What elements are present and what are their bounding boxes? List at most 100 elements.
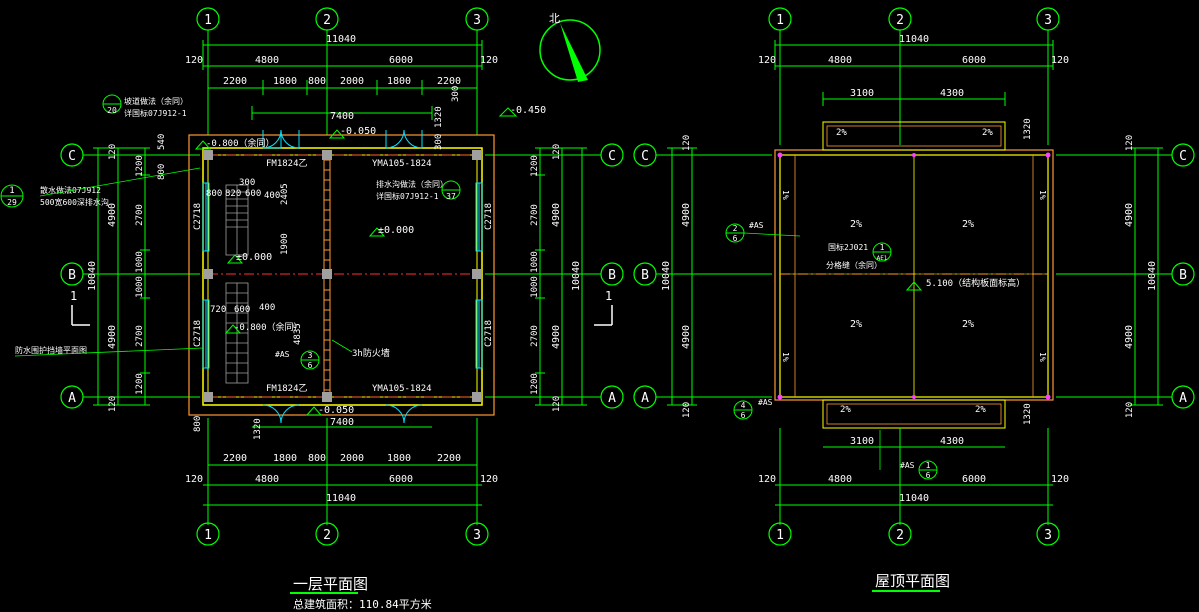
grid-bubble-1-bottom[interactable]: 1: [196, 522, 220, 546]
roof-bubble-1-AE1[interactable]: 1 AE1: [872, 242, 892, 262]
detail-bubble-37[interactable]: 37: [441, 180, 461, 201]
svg-text:4: 4: [741, 401, 746, 410]
roof-dim-total-top: 11040: [899, 34, 929, 45]
svg-text:±0.000: ±0.000: [236, 252, 272, 263]
roof-bubble-4-6[interactable]: 4 6 #AS: [733, 398, 773, 420]
roof-dim-bay1-top: 4800: [828, 55, 852, 66]
roof-slope-1: 2%: [850, 219, 862, 230]
detail-bubble-1-29[interactable]: 1 29: [0, 184, 24, 208]
roof-grid-bubble-1-bottom[interactable]: 1: [768, 522, 792, 546]
dim-total-bottom: 11040: [326, 493, 356, 504]
roof-dim-3100-top: 3100: [850, 88, 874, 99]
svg-text:A: A: [68, 391, 76, 406]
dim-b1: 2200: [223, 453, 247, 464]
grid-bubble-3-top[interactable]: 3: [465, 7, 489, 135]
svg-text:2: 2: [896, 13, 904, 28]
dim-edge-br: 120: [480, 474, 498, 485]
detail-bubble-3-6[interactable]: 3 6 #AS: [275, 350, 320, 370]
svg-text:2: 2: [896, 528, 904, 543]
bottom-dimensions: [203, 418, 482, 525]
roof-slope-6: 2%: [982, 128, 993, 138]
roof-grid-bubble-A-right[interactable]: A: [1056, 385, 1195, 409]
dim-left-1200a: 1200: [135, 155, 145, 177]
roof-slope-4: 2%: [962, 319, 974, 330]
section-mark-left: 1: [70, 289, 90, 326]
roof-dim-edge-tl: 120: [758, 55, 776, 66]
plan-title-right: 屋顶平面图: [875, 572, 950, 590]
svg-text:-0.450: -0.450: [510, 105, 546, 116]
dim-left-4900b: 4900: [107, 325, 118, 349]
door-bottom-left[interactable]: FM1824乙: [262, 383, 308, 424]
roof-grid-bubble-C-right[interactable]: C: [1056, 143, 1195, 167]
svg-text:2: 2: [323, 528, 331, 543]
dim-right-total: 10040: [571, 261, 582, 291]
roof-grid-bubble-3-top[interactable]: 3: [1036, 7, 1060, 145]
grid-bubble-C-left[interactable]: C: [60, 143, 200, 167]
door-top-right[interactable]: YMA105-1824: [372, 129, 432, 169]
svg-text:6: 6: [308, 361, 313, 370]
svg-text:1: 1: [204, 528, 212, 543]
roof-grid-bubble-3-bottom[interactable]: 3: [1036, 522, 1060, 546]
grid-bubble-1-top[interactable]: 1: [196, 7, 220, 135]
svg-text:1: 1: [926, 461, 931, 470]
roof-level-mark: 5.100（结构板面标高）: [905, 277, 1025, 291]
svg-text:2: 2: [733, 224, 738, 233]
svg-text:1: 1: [776, 13, 784, 28]
roof-grid-bubble-B-left[interactable]: B: [633, 262, 772, 286]
svg-text:详国标07J912-1: 详国标07J912-1: [124, 108, 187, 118]
svg-text:A: A: [608, 391, 616, 406]
roof-dim-left-120b: 120: [682, 402, 692, 418]
firewall-label: 3h防火墙: [352, 347, 390, 359]
roof-grid-bubble-A-left[interactable]: A: [633, 385, 772, 409]
dim-left-1000a: 1000: [135, 251, 145, 273]
dim-bay2-bottom: 6000: [389, 474, 413, 485]
grid-bubble-2-bottom[interactable]: 2: [315, 522, 339, 546]
dim-stair-2405: 2405: [280, 183, 290, 205]
svg-text:-0.800（余同）: -0.800（余同）: [206, 137, 275, 149]
roof-bubble-2-6[interactable]: 2 6 #AS: [725, 221, 801, 243]
dim-left-total: 10040: [87, 261, 98, 291]
roof-dim-1320-top: 1320: [1023, 118, 1033, 140]
door-top-left[interactable]: FM1824乙: [262, 129, 308, 169]
dim-bay1-bottom: 4800: [255, 474, 279, 485]
svg-text:1: 1: [605, 289, 612, 303]
roof-grid-bubble-1-top[interactable]: 1: [768, 7, 792, 145]
dim-540: 540: [157, 134, 167, 150]
grid-bubble-3-bottom[interactable]: 3: [465, 522, 489, 546]
dim-right-1000a: 1000: [530, 251, 540, 273]
svg-text:YMA105-1824: YMA105-1824: [372, 159, 432, 169]
roof-dim-left-120a: 120: [682, 135, 692, 151]
roof-dim-bay2-bottom: 6000: [962, 474, 986, 485]
roof-slope-7: 2%: [840, 405, 851, 415]
svg-text:详国标07J912-1: 详国标07J912-1: [376, 191, 439, 201]
detail-bubble-20[interactable]: 20: [102, 94, 122, 115]
building-walls: [188, 134, 495, 416]
roof-bottom-dimensions: [775, 428, 1053, 525]
svg-text:1: 1: [776, 528, 784, 543]
roof-slope-12: 1%: [1038, 352, 1047, 362]
grid-bubble-A-left[interactable]: A: [60, 385, 200, 409]
svg-text:±0.000: ±0.000: [378, 225, 414, 236]
roof-bubble-1-6[interactable]: 1 6 #AS: [879, 430, 938, 480]
svg-text:20: 20: [107, 106, 117, 115]
roof-dim-right-total: 10040: [1147, 261, 1158, 291]
door-bottom-right[interactable]: YMA105-1824: [372, 384, 432, 424]
north-arrow: 北: [539, 12, 601, 82]
dim-right-1200a: 1200: [530, 155, 540, 177]
dim-stair-1900: 1900: [280, 233, 290, 255]
roof-grid-bubble-B-right[interactable]: B: [1056, 262, 1195, 286]
svg-text:#AS: #AS: [749, 221, 764, 230]
dim-left-2700b: 2700: [135, 325, 145, 347]
roof-grid-bubble-C-left[interactable]: C: [633, 143, 772, 167]
svg-text:3: 3: [1044, 13, 1052, 28]
roof-dim-right-4900a: 4900: [1124, 203, 1135, 227]
dim-b2: 1800: [273, 453, 297, 464]
roof-grid-bubble-2-bottom[interactable]: 2: [888, 522, 912, 546]
grid-bubble-B-left[interactable]: B: [60, 262, 200, 286]
dim-bottom-1320: 1320: [253, 418, 263, 440]
dim-total-top: 11040: [326, 34, 356, 45]
roof-dim-right-120a: 120: [1125, 135, 1135, 151]
svg-text:防水围护挡墙平面图: 防水围护挡墙平面图: [15, 345, 87, 355]
level-ramp-2: -0.800（余同）: [224, 321, 303, 334]
dim-stair-400: 400: [264, 191, 280, 201]
